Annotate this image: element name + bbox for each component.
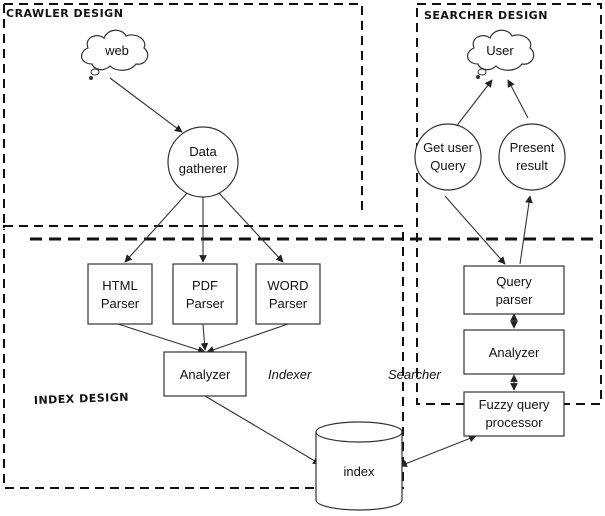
edge-web-gatherer — [109, 77, 183, 133]
index-label: index — [343, 464, 375, 479]
word-parser-label-line1: WORD — [267, 278, 308, 293]
html-parser-label-line1: HTML — [102, 278, 137, 293]
present-result-label-line2: result — [516, 158, 548, 173]
query-parser-node: Query parser — [463, 265, 565, 315]
get-user-query-label-line2: Query — [430, 158, 466, 173]
searcher-analyzer-node: Analyzer — [463, 329, 565, 375]
user-label: User — [486, 43, 514, 58]
edge-gatherer-word — [217, 191, 284, 263]
edge-gatherer-html — [124, 191, 189, 263]
searcher-annotation: Searcher — [388, 367, 441, 382]
index-design-title: INDEX DESIGN — [34, 391, 130, 407]
get-user-query-label-line1: Get user — [423, 140, 474, 155]
edge-getquery-user — [454, 79, 493, 129]
cloud-tail — [477, 68, 487, 76]
html-parser-node: HTML Parser — [87, 263, 153, 325]
searcher-analyzer-label: Analyzer — [489, 345, 540, 360]
edge-pdf-analyzer — [200, 323, 209, 351]
get-user-query-node: Get user Query — [414, 123, 482, 191]
html-parser-label-line2: Parser — [101, 296, 140, 311]
web-label: web — [104, 43, 129, 58]
pdf-parser-node: PDF Parser — [172, 263, 238, 325]
present-result-node: Present result — [498, 123, 566, 191]
searcher-design-title: SEARCHER DESIGN — [424, 9, 548, 22]
edge-word-analyzer — [206, 323, 289, 354]
fuzzy-query-processor-label-line2: processor — [485, 415, 543, 430]
present-result-label-line1: Present — [510, 140, 555, 155]
word-parser-node: WORD Parser — [255, 263, 321, 325]
edge-parser-present — [519, 195, 533, 265]
web-cloud: web — [81, 29, 149, 80]
crawler-design-title: CRAWLER DESIGN — [6, 7, 123, 20]
word-parser-label-line2: Parser — [269, 296, 308, 311]
cloud-tail — [90, 68, 100, 76]
edge-index-fuzzy — [399, 434, 477, 468]
index-database-node: index — [315, 421, 403, 511]
edge-getquery-parser — [444, 195, 506, 265]
edge-html-analyzer — [117, 323, 206, 354]
indexer-analyzer-node: Analyzer — [163, 351, 247, 397]
user-cloud: User — [467, 29, 535, 79]
data-gatherer-node: Data gatherer — [167, 126, 239, 198]
edges — [109, 77, 533, 468]
edge-user-present — [507, 79, 529, 119]
crawler-design-region — [3, 3, 363, 230]
pdf-parser-label-line1: PDF — [192, 278, 218, 293]
data-gatherer-label-line1: Data — [189, 144, 217, 159]
fuzzy-query-processor-label-line1: Fuzzy query — [479, 397, 550, 412]
indexer-analyzer-label: Analyzer — [180, 367, 231, 382]
fuzzy-query-processor-node: Fuzzy query processor — [463, 391, 565, 437]
data-gatherer-label-line2: gatherer — [179, 161, 228, 176]
edge-analyzer-index — [204, 395, 321, 465]
query-parser-label-line2: parser — [496, 292, 534, 307]
query-parser-label-line1: Query — [496, 274, 532, 289]
indexer-annotation: Indexer — [268, 367, 312, 382]
pdf-parser-label-line2: Parser — [186, 296, 225, 311]
